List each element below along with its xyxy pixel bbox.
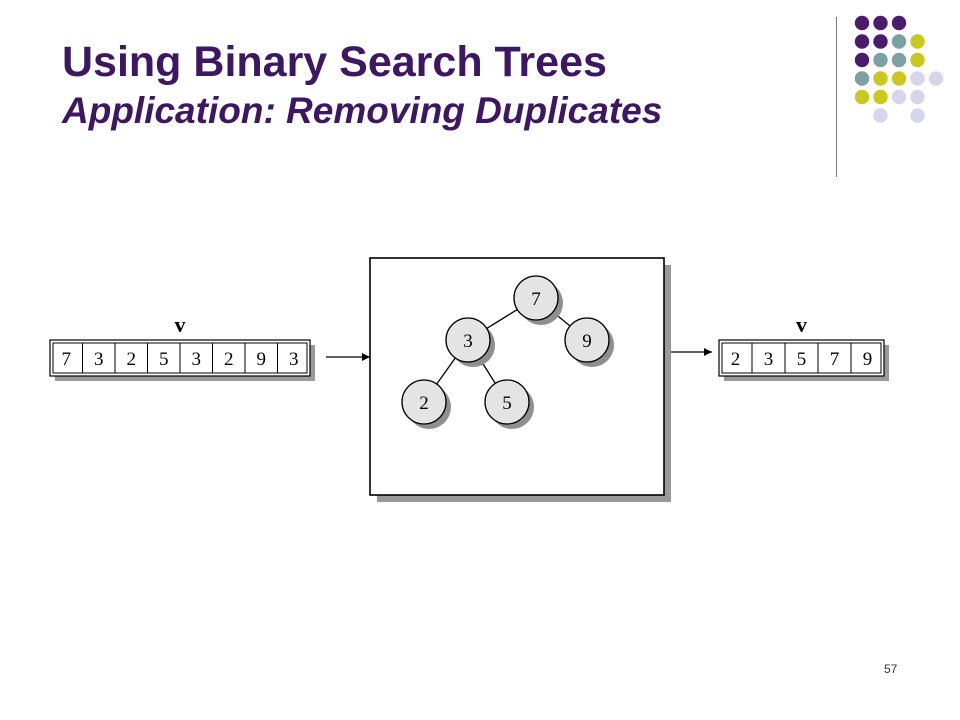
decor-dot [910,34,925,49]
decor-dot [854,34,870,49]
bst: 7 3 9 2 5 [401,275,614,429]
output-vector-label: v [796,312,807,337]
input-vector-cell: 7 [62,349,72,370]
tree-node: 9 [564,317,614,367]
tree-node-value: 7 [531,289,541,310]
decor-dot [854,15,870,31]
decor-dot [891,52,907,68]
decor-dot [910,108,925,123]
tree-node: 2 [401,379,451,429]
decor-dot [854,71,870,86]
tree-node-value: 5 [502,393,512,414]
decor-dot [891,89,907,105]
output-vector-cell: 7 [830,349,840,370]
output-vector: 2 3 5 7 9 v [718,312,889,381]
decorative-dot-grid [854,15,944,123]
page-number: 57 [884,662,898,676]
output-vector-cell: 9 [863,349,873,370]
input-vector-cell: 2 [224,349,234,370]
tree-node-value: 2 [419,393,429,414]
decor-dot [854,89,870,105]
title-main: Using Binary Search Trees [62,38,607,86]
output-vector-cell: 2 [731,349,741,370]
output-vector-cell: 5 [797,349,807,370]
decor-dot [910,52,925,68]
output-vector-cell: 3 [764,349,774,370]
tree-edge [436,357,456,385]
decor-dot [873,108,888,123]
input-vector-cell: 3 [94,349,104,370]
tree-node-value: 3 [463,331,473,352]
decor-dot [873,15,888,31]
decor-dot [854,52,870,68]
tree-node: 3 [445,317,495,367]
input-vector-cell: 5 [159,349,169,370]
title-subtitle: Application: Removing Duplicates [62,90,663,131]
input-vector-cell: 3 [192,349,202,370]
decor-dot [910,71,925,86]
header-divider [836,17,837,177]
decor-dot [891,71,907,86]
decor-dot [873,89,888,105]
decor-dot [873,34,888,49]
decor-dot [910,89,925,105]
decor-dot [873,71,888,86]
slide-title: Using Binary Search Trees Application: R… [62,36,662,134]
tree-node-value: 9 [582,331,592,352]
input-vector-label: v [175,312,186,337]
decor-dot [891,15,907,31]
input-vector-cell: 2 [127,349,137,370]
input-vector-cell: 9 [257,349,267,370]
tree-node: 7 [513,275,563,325]
tree-node: 5 [484,379,534,429]
input-vector-cell: 3 [289,349,299,370]
decor-dot [873,52,888,68]
tree-edge [486,309,518,329]
decor-dot [928,71,944,86]
decor-dot [891,34,907,49]
